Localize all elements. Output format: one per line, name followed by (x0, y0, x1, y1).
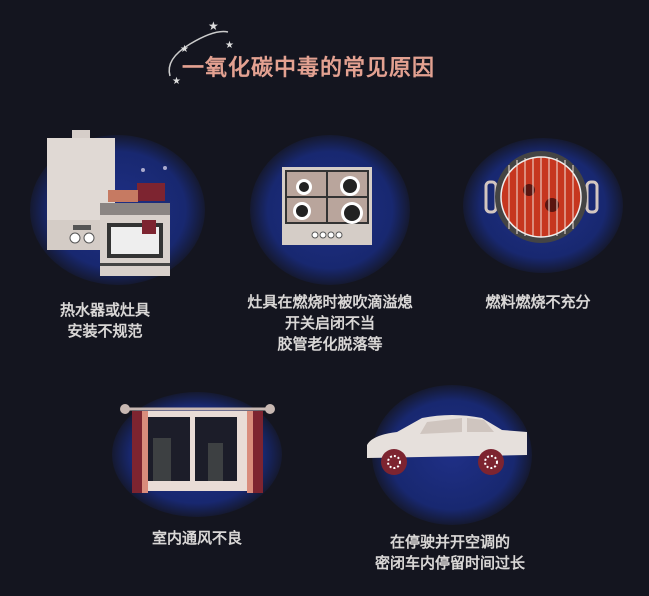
charcoal-grill-icon (484, 151, 599, 243)
label-line: 室内通风不良 (151, 529, 242, 547)
car-icon (367, 415, 527, 475)
svg-text:★: ★ (180, 44, 189, 55)
label-line: 在停驶并开空调的 (389, 533, 510, 551)
label-line: 热水器或灶具 (59, 301, 150, 319)
svg-text:★: ★ (172, 76, 181, 84)
gas-stovetop-icon (282, 167, 372, 245)
water-heater-stove-icon (47, 130, 170, 276)
star-arc-icon: ★ ★ ★ ★ (168, 19, 234, 84)
label-line: 密闭车内停留时间过长 (374, 554, 525, 572)
label-line: 灶具在燃烧时被吹滴溢熄 (247, 293, 413, 311)
label-line: 胶管老化脱落等 (277, 335, 383, 353)
label-line: 燃料燃烧不充分 (485, 293, 591, 311)
svg-text:★: ★ (208, 19, 219, 33)
window-icon (120, 404, 275, 493)
label-line: 安装不规范 (67, 322, 143, 340)
page-title: 一氧化碳中毒的常见原因 (182, 56, 436, 81)
svg-text:★: ★ (225, 40, 234, 51)
label-line: 开关启闭不当 (284, 314, 375, 332)
